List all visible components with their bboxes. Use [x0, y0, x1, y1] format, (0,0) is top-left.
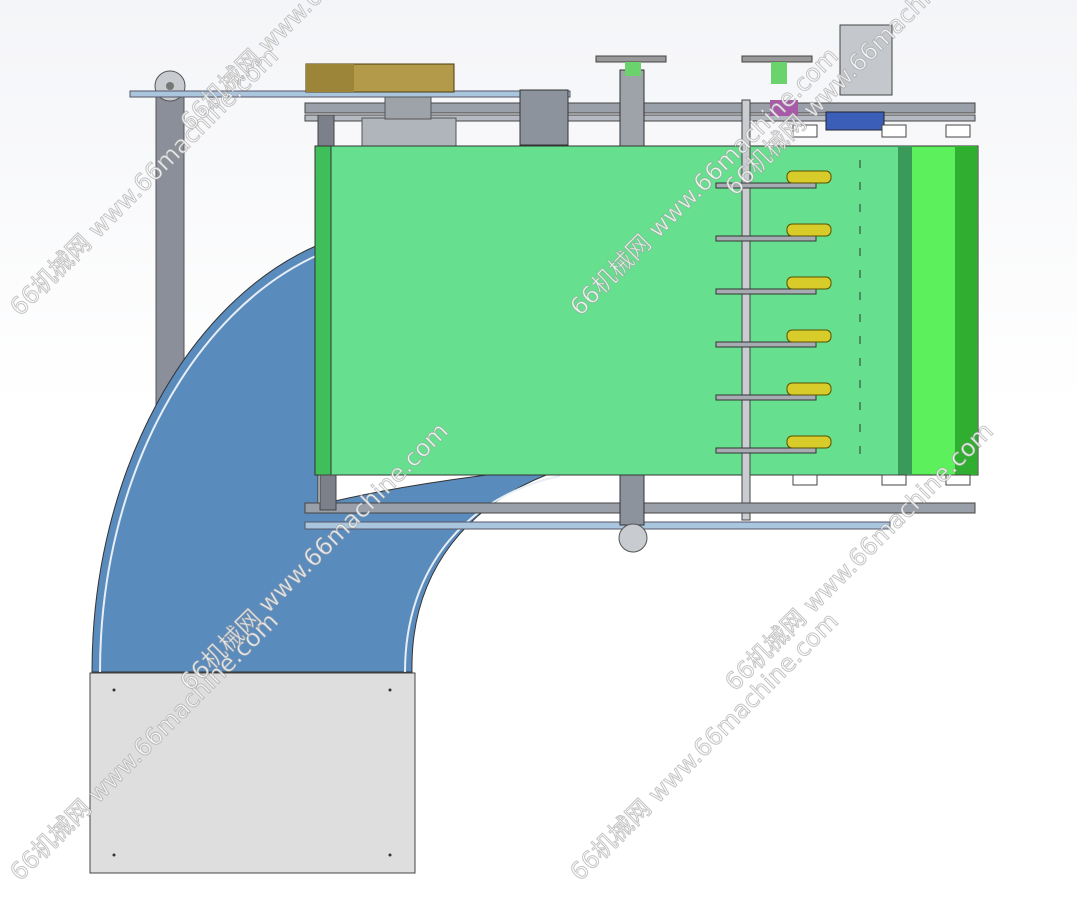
shaft-left-bottom	[319, 474, 337, 511]
spring-column	[619, 69, 645, 147]
yellow-disc	[786, 170, 832, 184]
end-plate-holes	[112, 688, 392, 857]
green-hub-2	[771, 62, 787, 84]
curved-conveyor-edge-outer	[99, 254, 319, 673]
shaft-left	[317, 114, 335, 148]
gearbox	[519, 89, 569, 146]
end-plate	[89, 672, 416, 874]
main-belt	[314, 145, 901, 476]
gold-drive-block-face	[306, 64, 354, 92]
yellow-disc	[786, 382, 832, 396]
green-hub-1	[625, 62, 641, 76]
vertical-support-post	[155, 91, 185, 418]
belt-roller-right	[955, 146, 977, 475]
belt-roller-mid	[898, 146, 912, 475]
handwheel-1	[595, 55, 667, 63]
motor-unit	[839, 24, 893, 96]
finger-arm	[715, 341, 817, 348]
vertical-rod	[741, 99, 751, 521]
yellow-disc	[786, 329, 832, 343]
finger-arm	[715, 235, 817, 242]
yellow-disc	[786, 223, 832, 237]
pulley-hub	[166, 82, 174, 90]
finger-arm	[715, 288, 817, 295]
drum-housing	[361, 117, 457, 147]
bottom-column	[619, 474, 645, 526]
yellow-disc	[786, 276, 832, 290]
purple-bearing	[770, 100, 798, 116]
bottom-rail	[304, 521, 891, 530]
drum-neck	[384, 96, 432, 120]
finger-arm	[715, 447, 817, 454]
curved-conveyor-edge-inner	[404, 475, 561, 673]
handwheel-2	[741, 55, 813, 63]
bottom-rollers	[792, 124, 971, 486]
disc-group	[715, 170, 832, 454]
finger-arm	[715, 394, 817, 401]
blue-coupling	[825, 111, 885, 131]
yellow-disc	[786, 435, 832, 449]
finger-arm	[715, 182, 817, 189]
curved-conveyor-belt	[91, 244, 561, 673]
belt-left-roller	[314, 145, 332, 476]
bottom-pulley	[618, 523, 648, 553]
